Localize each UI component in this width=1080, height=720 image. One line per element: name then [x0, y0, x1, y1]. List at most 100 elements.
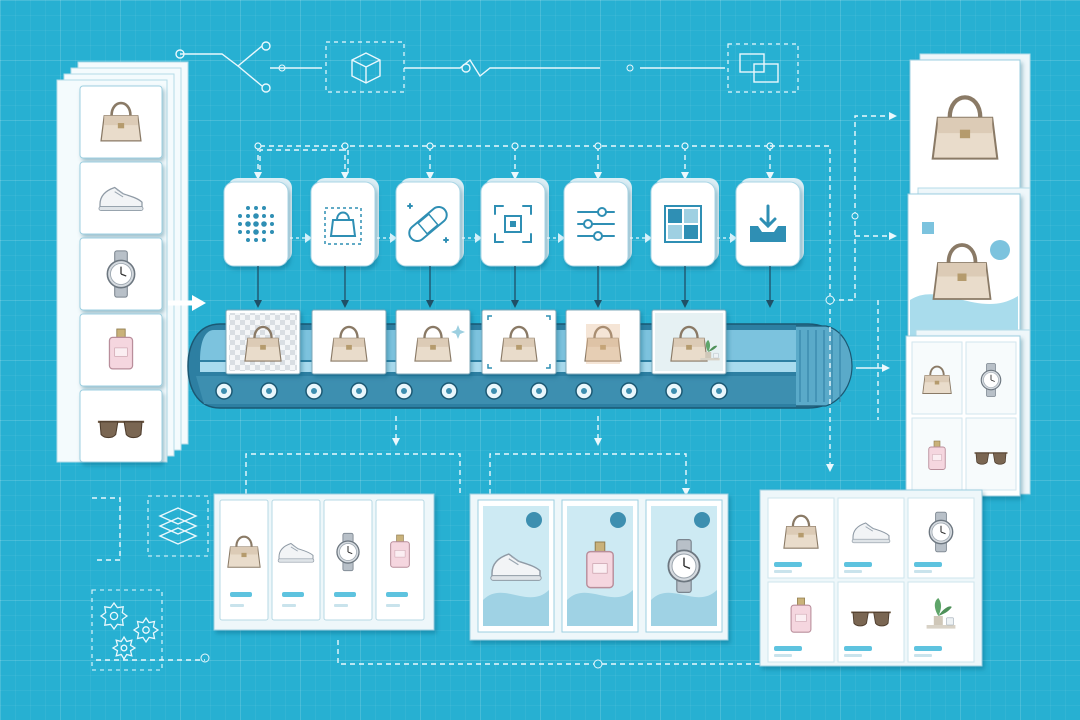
price-bar — [844, 562, 872, 567]
node-dot — [593, 659, 603, 669]
catalog-card — [837, 581, 905, 663]
price-bar — [844, 646, 872, 651]
sparkle-icon — [451, 325, 465, 339]
story-card — [645, 499, 723, 633]
sneaker-image — [98, 186, 144, 212]
belt-card-cropped — [481, 309, 557, 375]
handbag-image — [931, 95, 999, 160]
flow-line-top-4 — [404, 58, 600, 78]
price-bar — [774, 562, 802, 567]
sunglasses-image — [97, 420, 145, 439]
handbag-image — [330, 325, 368, 362]
flow-line-top-1 — [180, 45, 263, 67]
step-connector-head — [390, 233, 397, 243]
story-card — [561, 499, 639, 633]
price-bar — [386, 592, 408, 597]
left-workflow-line — [92, 497, 121, 561]
story-card — [477, 499, 555, 633]
node-dot — [511, 142, 519, 150]
belt-card-color-adjusted — [565, 309, 641, 375]
handbag-image — [584, 325, 622, 362]
source-card — [79, 85, 163, 159]
step-export-tile — [735, 178, 804, 267]
node-dot — [261, 41, 271, 51]
download-tray-icon — [750, 204, 786, 242]
belt-card-clean-white — [311, 309, 387, 375]
handbag-image — [932, 243, 992, 300]
bandage-icon — [407, 203, 449, 243]
node-dot — [261, 83, 271, 93]
step-connector-head — [305, 233, 312, 243]
source-card — [79, 161, 163, 235]
node-dot — [681, 142, 689, 150]
perfume-bottle-image — [928, 440, 946, 470]
handbag-image — [783, 514, 819, 549]
branch-line-1 — [830, 112, 897, 301]
handbag-image — [244, 325, 282, 362]
dots-grid-icon — [238, 206, 274, 242]
cube-icon — [325, 41, 405, 93]
badge-icon — [610, 512, 626, 528]
catalog-card — [907, 497, 975, 579]
step-retouch-tile — [395, 178, 464, 267]
wristwatch-image — [336, 532, 360, 572]
listing-card — [271, 499, 321, 621]
crop-frame-icon — [494, 205, 532, 243]
step-connector-head — [730, 233, 737, 243]
window-icon — [727, 43, 799, 93]
perfume-bottle-image — [586, 541, 614, 589]
output-catalog-grid — [759, 489, 983, 667]
source-stack — [56, 61, 189, 463]
step-detect-tile — [223, 178, 292, 267]
node-dot — [254, 142, 262, 150]
top-dashed-bus — [259, 149, 349, 176]
catalog-card — [907, 581, 975, 663]
wristwatch-image — [667, 538, 701, 594]
plant-display-image — [926, 598, 956, 629]
belt-card-retouched-sparkle — [395, 309, 471, 375]
badge-icon — [526, 512, 542, 528]
step-crop-tile — [480, 178, 549, 267]
catalog-card — [767, 581, 835, 663]
source-card — [79, 389, 163, 463]
belt-card-styled-scene — [651, 309, 727, 375]
price-bar — [914, 562, 942, 567]
layers-icon — [147, 495, 209, 557]
step-layout-tile — [650, 178, 719, 267]
catalog-card — [767, 497, 835, 579]
badge-icon — [694, 512, 710, 528]
node-dot — [461, 63, 471, 73]
sneaker-image — [277, 542, 315, 563]
handbag-image — [670, 325, 708, 362]
handbag-image — [227, 535, 261, 568]
handbag-image — [100, 101, 142, 142]
price-bar — [914, 646, 942, 651]
perfume-bottle-image — [790, 597, 812, 633]
sneaker-image — [490, 553, 542, 581]
step-adjust-tile — [563, 178, 632, 267]
bag-outline-icon — [324, 207, 362, 245]
listing-card — [375, 499, 425, 621]
step-mask-tile — [310, 178, 379, 267]
right-bus-line — [770, 145, 831, 300]
price-bar — [230, 592, 252, 597]
wristwatch-image — [928, 511, 954, 553]
wristwatch-image — [980, 363, 1002, 397]
step-connector-head — [475, 233, 482, 243]
sliders-icon — [577, 207, 615, 241]
sunglasses-image — [974, 452, 1008, 465]
node-dot — [426, 142, 434, 150]
price-bar — [282, 592, 304, 597]
input-arrow-head — [192, 295, 206, 311]
output-single-product — [909, 53, 1031, 201]
price-bar — [774, 646, 802, 651]
node-dot — [851, 212, 859, 220]
listing-card — [323, 499, 373, 621]
perfume-bottle-image — [108, 328, 134, 370]
node-dot — [825, 295, 835, 305]
layout-grid-icon — [664, 205, 702, 243]
badge-icon — [990, 240, 1010, 260]
handbag-image — [414, 325, 452, 362]
flow-line-top-2 — [237, 65, 263, 87]
